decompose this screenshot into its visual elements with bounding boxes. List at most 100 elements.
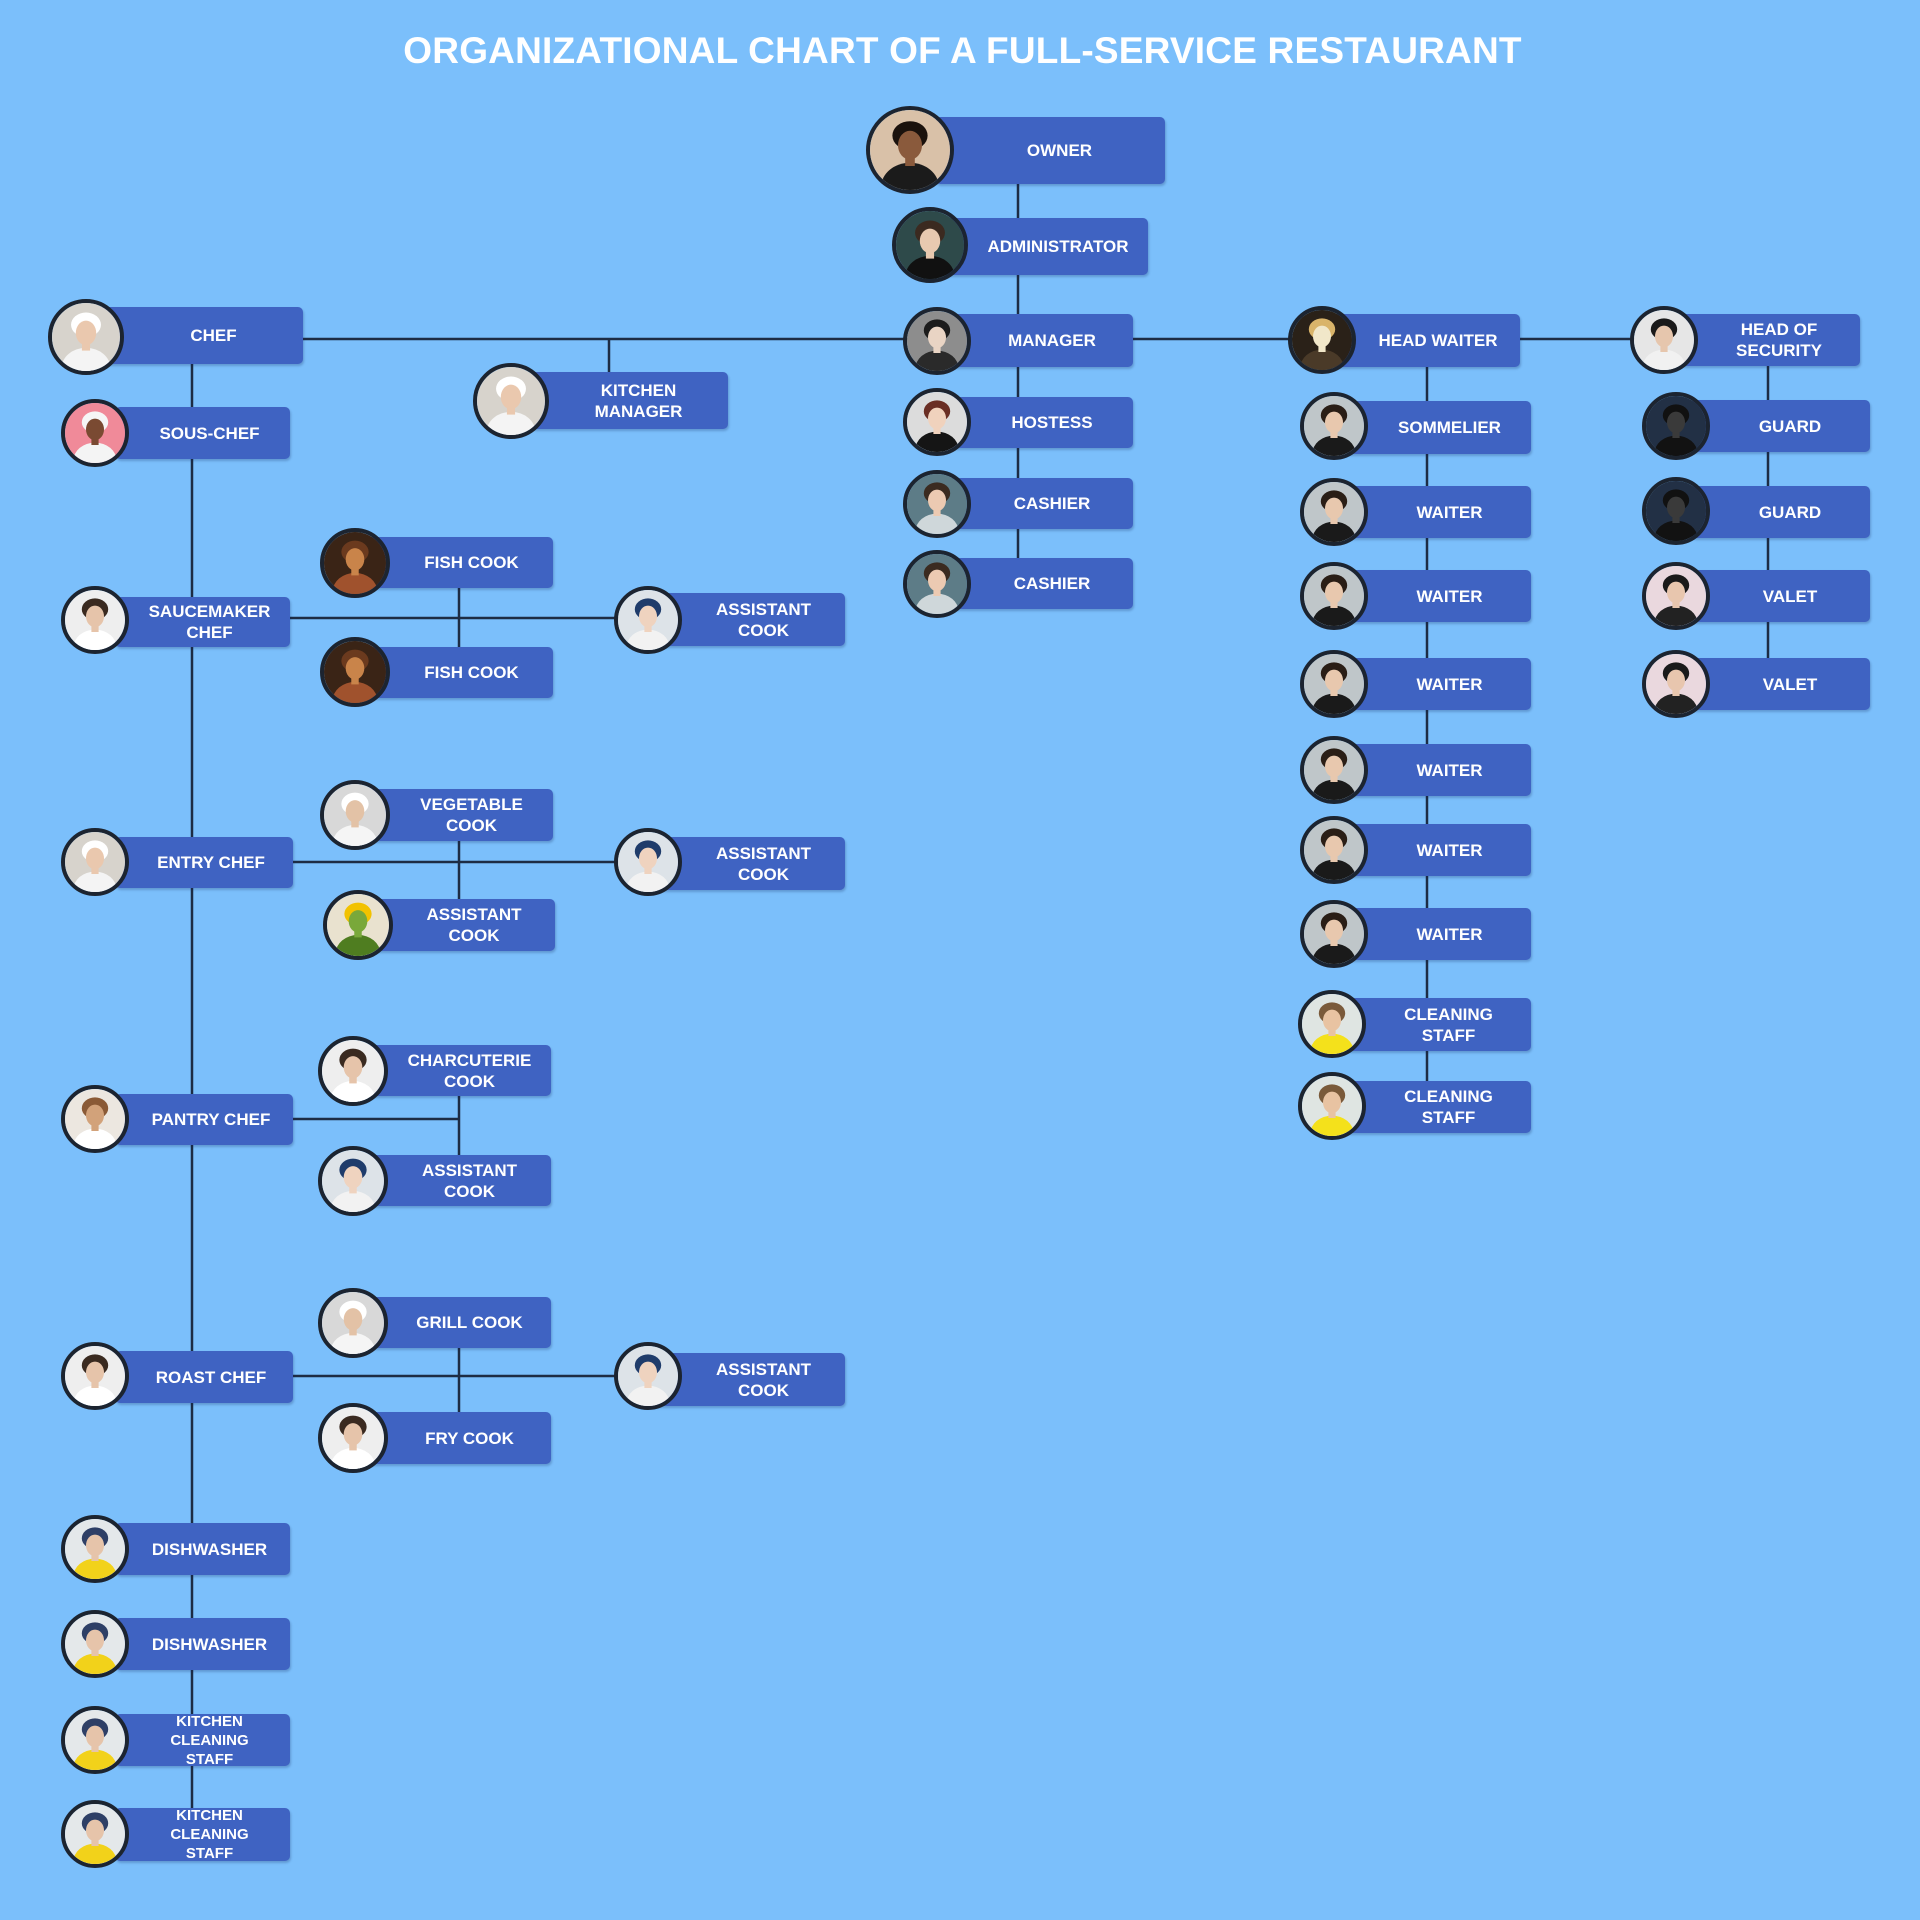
cook-chopping-icon: [318, 1288, 388, 1358]
valet-portrait-icon-art: [1646, 654, 1706, 714]
dishwasher-portrait-icon: [61, 1706, 129, 1774]
waiter-portrait-icon-art: [1304, 482, 1364, 542]
cleaning-staff-portrait-icon: [1298, 1072, 1366, 1140]
cook-with-pan-icon: [318, 1036, 388, 1106]
waiter-portrait-icon-art: [1304, 820, 1364, 880]
role-label: WAITER: [1345, 570, 1531, 622]
role-label: ADMINISTRATOR: [940, 218, 1148, 275]
owner-portrait-icon: [866, 106, 954, 194]
role-label: HOSTESS: [945, 397, 1133, 448]
role-label: CHEF: [95, 307, 303, 364]
hostess-portrait-icon-art: [907, 392, 967, 452]
role-label: ENTRY CHEF: [115, 837, 293, 888]
role-label: DISHWASHER: [115, 1618, 290, 1670]
role-label: WAITER: [1345, 744, 1531, 796]
waiter-portrait-icon: [1300, 816, 1368, 884]
guard-portrait-icon: [1642, 477, 1710, 545]
cook-with-pan-icon: [61, 586, 129, 654]
vegetables-icon-art: [327, 894, 389, 956]
waiter-portrait-icon: [1300, 562, 1368, 630]
waiter-portrait-icon: [1300, 392, 1368, 460]
wine-glass-icon: [1288, 306, 1356, 374]
cleaning-staff-portrait-icon-art: [1302, 994, 1362, 1054]
role-label: HEAD OF SECURITY: [1680, 314, 1860, 366]
role-label: SOUS-CHEF: [115, 407, 290, 459]
administrator-portrait-icon: [892, 207, 968, 283]
role-label: CASHIER: [945, 558, 1133, 609]
dishwasher-portrait-icon-art: [65, 1519, 125, 1579]
cleaning-staff-portrait-icon: [1298, 990, 1366, 1058]
role-label: CLEANING STAFF: [1345, 1081, 1531, 1133]
cook-chopping-icon: [320, 780, 390, 850]
assistant-cook-portrait-icon-art: [618, 832, 678, 892]
dishwasher-portrait-icon: [61, 1800, 129, 1868]
role-label: ROAST CHEF: [115, 1351, 293, 1403]
chef-portrait-icon: [48, 299, 124, 375]
role-label: SOMMELIER: [1345, 401, 1531, 454]
security-portrait-icon: [1630, 306, 1698, 374]
waiter-portrait-icon: [1300, 900, 1368, 968]
role-label: WAITER: [1345, 908, 1531, 960]
sous-chef-portrait-icon-art: [65, 403, 125, 463]
assistant-cook-portrait-icon: [318, 1146, 388, 1216]
chef-portrait-icon: [61, 828, 129, 896]
assistant-cook-portrait-icon-art: [618, 590, 678, 650]
manager-portrait-icon-art: [907, 311, 967, 371]
role-label: WAITER: [1345, 824, 1531, 876]
hostess-portrait-icon: [903, 388, 971, 456]
role-label: PANTRY CHEF: [115, 1094, 293, 1145]
chef-portrait-icon-art: [65, 832, 125, 892]
role-label: GRILL COOK: [355, 1297, 551, 1348]
role-label: WAITER: [1345, 658, 1531, 710]
dishwasher-portrait-icon: [61, 1515, 129, 1583]
role-label: CLEANING STAFF: [1345, 998, 1531, 1051]
cleaning-staff-portrait-icon-art: [1302, 1076, 1362, 1136]
administrator-portrait-icon-art: [896, 211, 964, 279]
assistant-cook-portrait-icon: [614, 828, 682, 896]
cooking-dish-icon-art: [324, 532, 386, 594]
waiter-portrait-icon-art: [1304, 396, 1364, 456]
role-label: KITCHEN CLEANING STAFF: [115, 1807, 290, 1862]
cooking-dish-icon: [320, 528, 390, 598]
cook-with-pan-icon: [61, 1342, 129, 1410]
guard-portrait-icon-art: [1646, 396, 1706, 456]
dishwasher-portrait-icon-art: [65, 1614, 125, 1674]
guard-portrait-icon: [1642, 392, 1710, 460]
role-label: MANAGER: [945, 314, 1133, 367]
cook-with-pan-icon-art: [322, 1407, 384, 1469]
waiter-portrait-icon-art: [1304, 566, 1364, 626]
cook-with-pan-icon-art: [65, 1346, 125, 1406]
role-label: VALET: [1690, 658, 1870, 710]
valet-portrait-icon-art: [1646, 566, 1706, 626]
assistant-cook-portrait-icon: [614, 586, 682, 654]
chef-portrait-icon-art: [477, 367, 545, 435]
role-label: ASSISTANT COOK: [358, 899, 555, 951]
waiter-portrait-icon: [1300, 650, 1368, 718]
cooking-dish-icon: [320, 637, 390, 707]
cooking-dish-icon-art: [324, 641, 386, 703]
cook-chopping-icon-art: [324, 784, 386, 846]
role-label: OWNER: [935, 117, 1165, 184]
assistant-cook-portrait-icon-art: [322, 1150, 384, 1212]
cook-with-pan-icon-art: [65, 590, 125, 650]
role-label: DISHWASHER: [115, 1523, 290, 1575]
valet-portrait-icon: [1642, 562, 1710, 630]
chef-portrait-icon: [473, 363, 549, 439]
dishwasher-portrait-icon: [61, 1610, 129, 1678]
waiter-portrait-icon: [1300, 478, 1368, 546]
role-label: GUARD: [1690, 400, 1870, 452]
chef-portrait-icon-art: [52, 303, 120, 371]
assistant-cook-portrait-icon-art: [618, 1346, 678, 1406]
role-label: SAUCEMAKER CHEF: [115, 597, 290, 647]
role-label: VEGETABLE COOK: [355, 789, 553, 841]
cook-with-pan-icon-art: [322, 1040, 384, 1102]
sous-chef-portrait-icon: [61, 399, 129, 467]
waiter-portrait-icon-art: [1304, 904, 1364, 964]
owner-portrait-icon-art: [870, 110, 950, 190]
role-label: GUARD: [1690, 486, 1870, 538]
cook-with-pan-icon: [318, 1403, 388, 1473]
waiter-portrait-icon-art: [1304, 740, 1364, 800]
role-label: KITCHEN MANAGER: [530, 372, 728, 429]
dishwasher-portrait-icon-art: [65, 1804, 125, 1864]
